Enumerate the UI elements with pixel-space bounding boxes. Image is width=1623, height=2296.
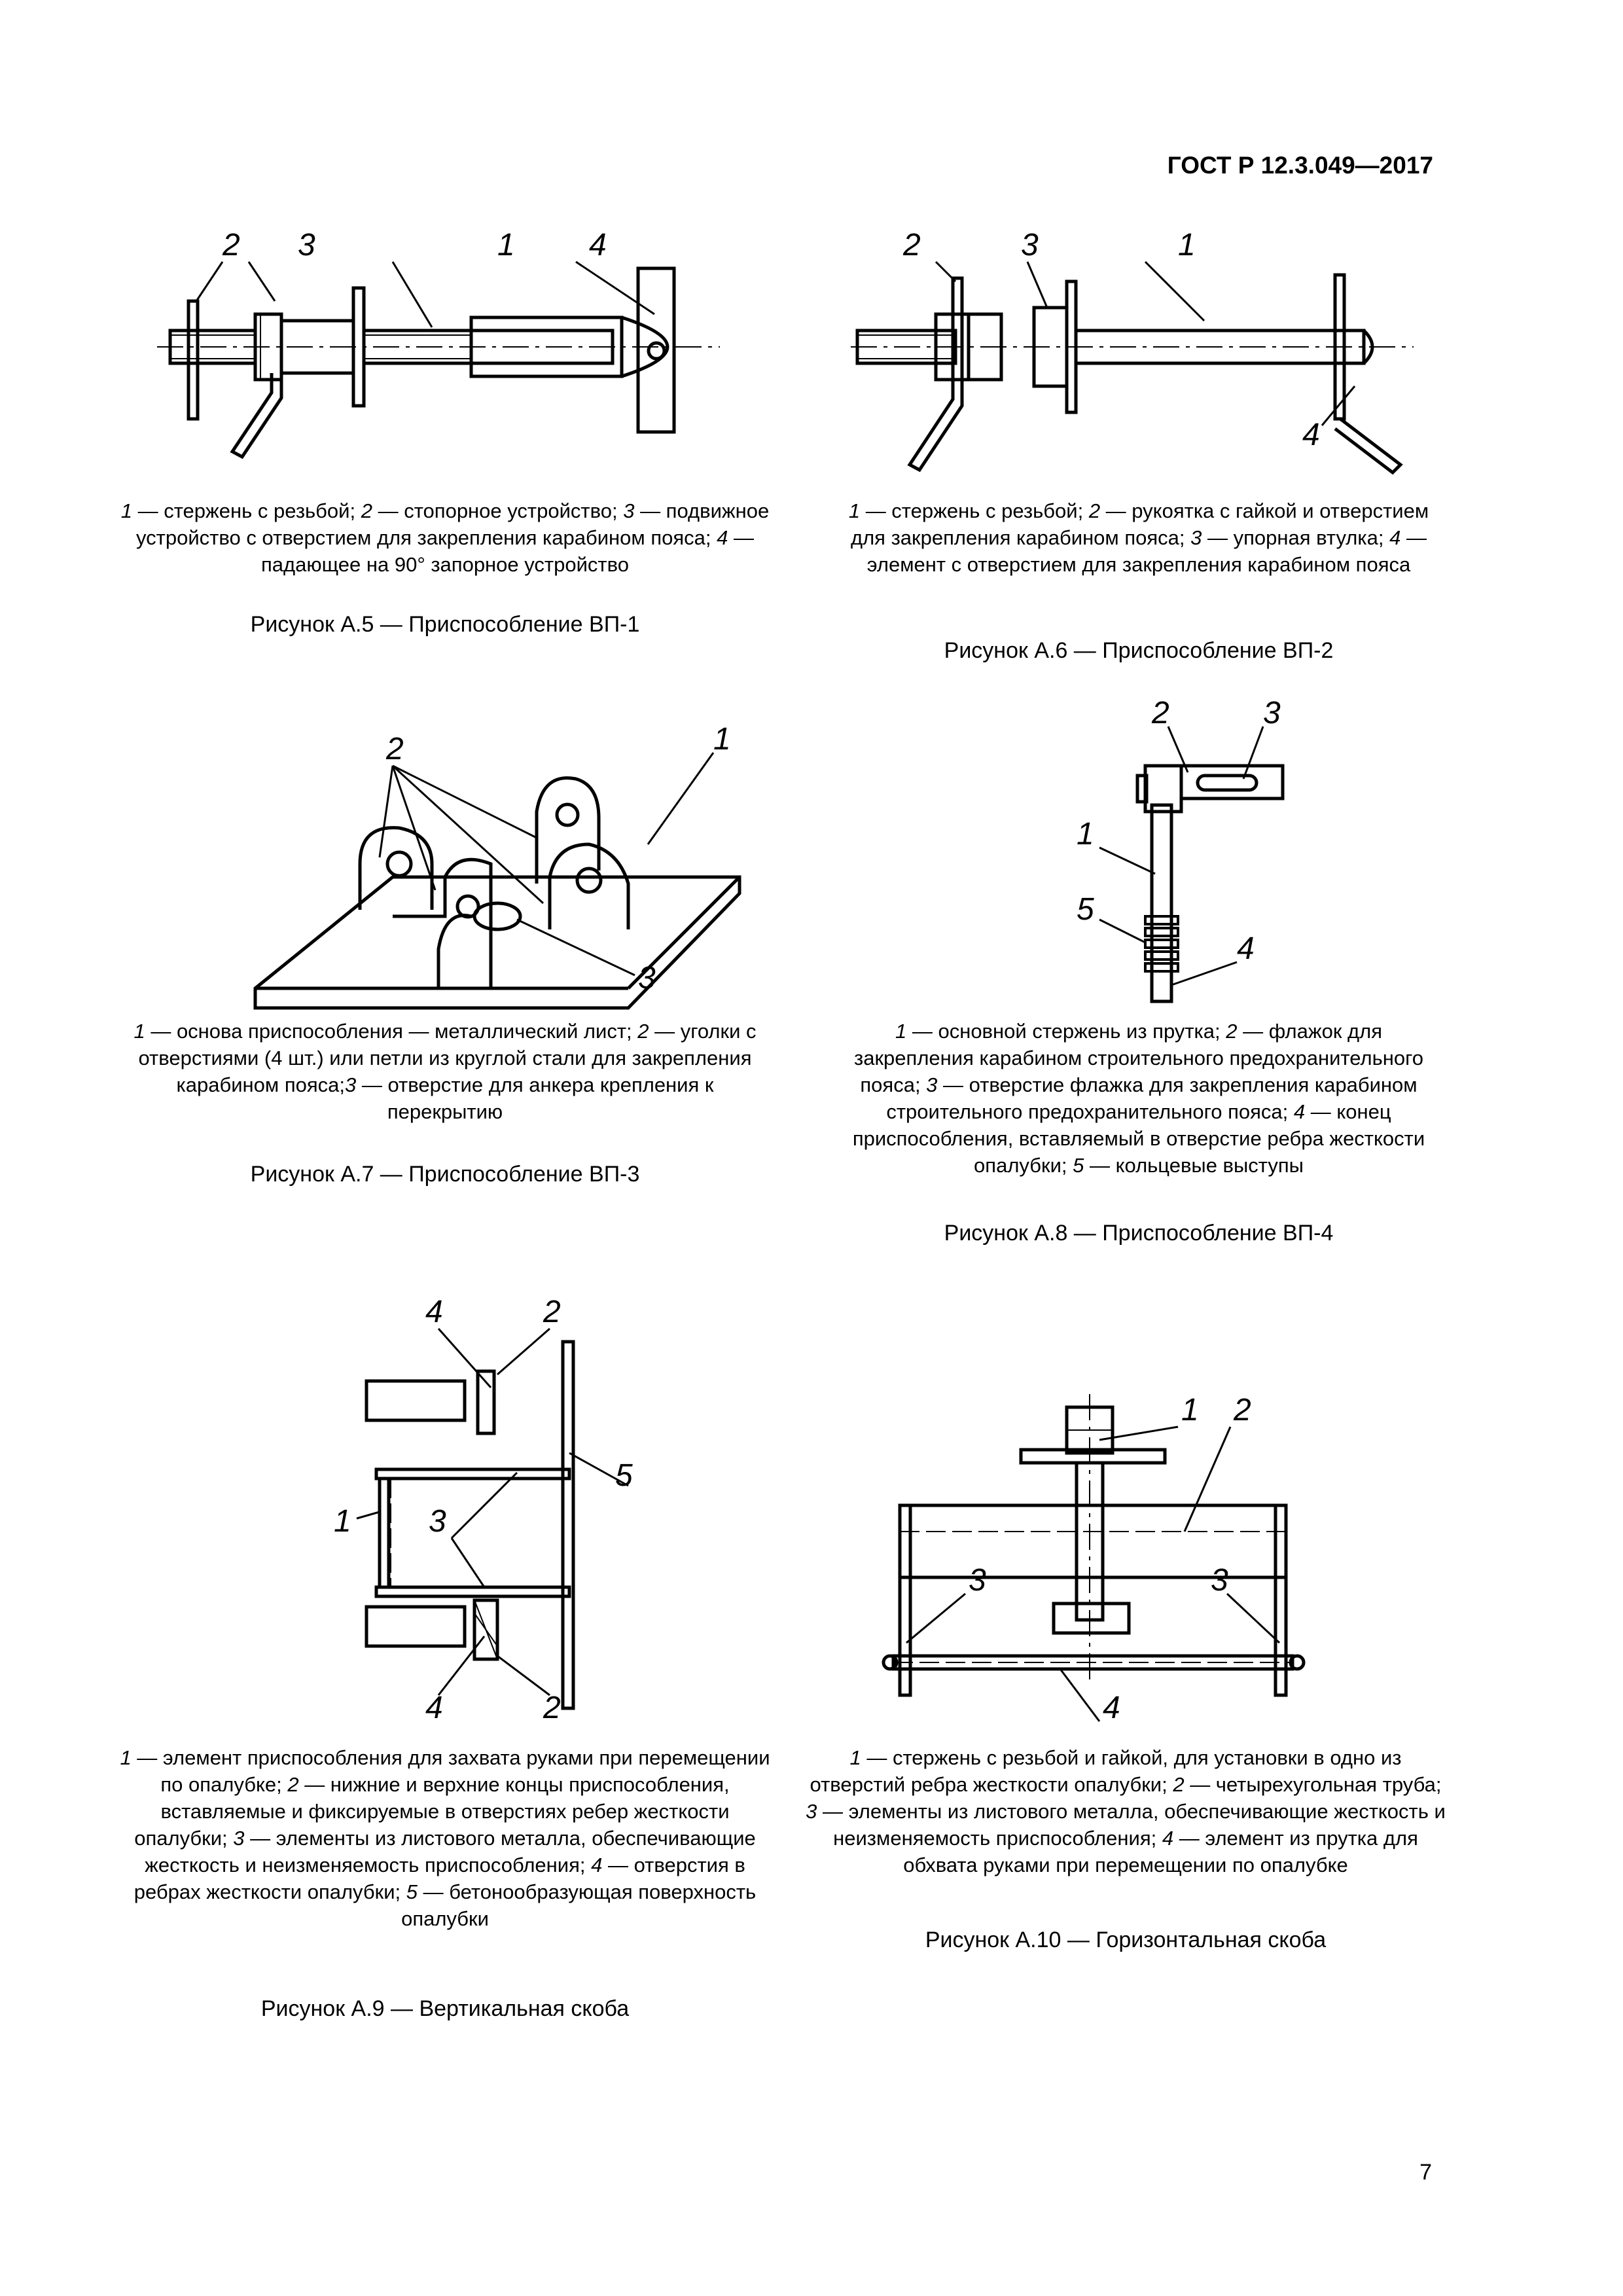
legend-text: — нижние и верхние концы приспособления,…	[134, 1773, 730, 1850]
figure-a5-label-3: 3	[298, 228, 315, 262]
legend-num: 2	[1088, 499, 1101, 522]
legend-text: — падающее на 90° запорное устройство	[261, 526, 754, 576]
figure-a7-label-1: 1	[713, 722, 731, 757]
legend-num: 2	[361, 499, 372, 522]
legend-num: 1	[895, 1020, 907, 1043]
figure-a10-label-2: 2	[1233, 1393, 1251, 1427]
legend-text: — элемент из прутка для обхвата руками п…	[903, 1827, 1418, 1876]
figure-a10-label-4: 4	[1103, 1691, 1120, 1725]
legend-text: — упорная втулка;	[1202, 526, 1390, 549]
legend-num: 4	[1389, 526, 1401, 549]
figure-a6-label-1: 1	[1178, 228, 1196, 262]
figure-a9-label-4-top: 4	[425, 1295, 443, 1329]
legend-num: 2	[637, 1020, 649, 1043]
legend-text: — стержень с резьбой и гайкой, для устан…	[810, 1746, 1402, 1796]
figure-a9-label-2-top: 2	[543, 1295, 561, 1329]
legend-num: 1	[134, 1020, 145, 1043]
legend-text: — элемент приспособления для захвата рук…	[131, 1746, 770, 1796]
legend-num: 1	[848, 499, 861, 522]
figure-a9-label-3: 3	[429, 1504, 446, 1539]
figure-a5-legend: 1 — стержень с резьбой; 2 — стопорное ус…	[118, 497, 772, 578]
figure-a10-label-1: 1	[1181, 1393, 1199, 1427]
figure-a6-legend: 1 — стержень с резьбой; 2 — рукоятка с г…	[838, 497, 1440, 578]
figure-a7-label-2: 2	[385, 732, 404, 766]
legend-num: 5	[406, 1880, 418, 1903]
legend-num: 1	[120, 499, 132, 522]
legend-num: 2	[1226, 1020, 1238, 1043]
figure-a10-drawing: 1 2 3 3 4	[864, 1368, 1335, 1734]
figure-a8-legend: 1 — основной стержень из прутка; 2 — фла…	[838, 1018, 1440, 1179]
standard-header: ГОСТ Р 12.3.049—2017	[1167, 152, 1433, 179]
figure-a9-legend: 1 — элемент приспособления для захвата р…	[118, 1744, 772, 1932]
legend-num: 4	[717, 526, 728, 549]
legend-num: 5	[1073, 1154, 1084, 1177]
figure-a8-drawing: 2 3 1 5 4	[1047, 694, 1322, 1014]
legend-num: 4	[1162, 1827, 1174, 1850]
figure-a10-label-3-right: 3	[1211, 1563, 1228, 1598]
legend-text: — бетонообразующая поверхность опалубки	[401, 1880, 757, 1930]
figure-a7-drawing: 2 1 3	[242, 713, 766, 1014]
figure-a6-label-4: 4	[1302, 418, 1320, 452]
figure-a9-label-4-bottom: 4	[425, 1691, 443, 1725]
legend-num: 3	[1190, 526, 1202, 549]
legend-num: 4	[1293, 1100, 1306, 1123]
legend-num: 3	[926, 1073, 938, 1096]
legend-text: — конец приспособления, вставляемый в от…	[852, 1100, 1425, 1177]
legend-text: — основной стержень из прутка;	[906, 1020, 1226, 1043]
figure-a8-label-5: 5	[1077, 892, 1094, 927]
figure-a7-label-3: 3	[638, 961, 656, 996]
figure-a6-label-2: 2	[902, 228, 921, 262]
legend-text: — элементы из листового металла, обеспеч…	[817, 1800, 1446, 1850]
legend-text: — отверстия в ребрах жесткости опалубки;	[134, 1854, 745, 1903]
legend-num: 3	[233, 1827, 245, 1850]
legend-text: — элементы из листового металла, обеспеч…	[145, 1827, 756, 1876]
figure-a8-label-1: 1	[1077, 817, 1094, 852]
legend-text: — элемент с отверстием для закрепления к…	[866, 526, 1427, 576]
figure-a9-label-1: 1	[334, 1504, 351, 1539]
figure-a5-label-2: 2	[222, 228, 240, 262]
figure-a8-label-2: 2	[1151, 696, 1169, 730]
legend-text: — отверстие для анкера крепления к перек…	[356, 1073, 714, 1123]
legend-text: — кольцевые выступы	[1084, 1154, 1304, 1177]
legend-num: 1	[120, 1746, 132, 1769]
figure-a6-drawing: 2 3 1 4	[838, 216, 1427, 478]
legend-text: — рукоятка с гайкой и отверстием для зак…	[851, 499, 1429, 549]
figure-a7-legend: 1 — основа приспособления — металлически…	[118, 1018, 772, 1125]
legend-num: 3	[623, 499, 635, 522]
legend-text: — подвижное устройство с отверстием для …	[136, 499, 770, 549]
figure-a10-legend: 1 — стержень с резьбой и гайкой, для уст…	[805, 1744, 1446, 1878]
figure-a8-label-3: 3	[1263, 696, 1281, 730]
figure-a7-caption: Рисунок А.7 — Приспособление ВП-3	[250, 1162, 640, 1187]
legend-num: 3	[345, 1073, 357, 1096]
figure-a10-caption: Рисунок А.10 — Горизонтальная скоба	[925, 1928, 1327, 1952]
legend-text: — флажок для закрепления карабином строи…	[854, 1020, 1423, 1096]
figure-a6-caption: Рисунок А.6 — Приспособление ВП-2	[944, 638, 1334, 663]
legend-text: — основа приспособления — металлический …	[145, 1020, 638, 1043]
legend-num: 1	[849, 1746, 861, 1769]
figure-a5-label-4: 4	[589, 228, 607, 262]
figure-a6-label-3: 3	[1021, 228, 1039, 262]
figure-a5-drawing: 2 3 1 4	[144, 216, 733, 478]
figure-a9-drawing: 4 2 5 1 3 4 2	[301, 1289, 668, 1734]
legend-num: 2	[287, 1773, 299, 1796]
legend-num: 4	[591, 1854, 603, 1876]
figure-a10-label-3-left: 3	[969, 1563, 986, 1598]
figure-a8-label-4: 4	[1237, 931, 1255, 966]
legend-num: 2	[1173, 1773, 1185, 1796]
figure-a5-caption: Рисунок А.5 — Приспособление ВП-1	[250, 612, 640, 637]
legend-text: — отверстие флажка для закрепления караб…	[886, 1073, 1418, 1123]
figure-a9-label-5: 5	[615, 1458, 633, 1493]
legend-text: — стержень с резьбой;	[860, 499, 1089, 522]
figure-a8-caption: Рисунок А.8 — Приспособление ВП-4	[944, 1221, 1334, 1246]
page-number: 7	[1419, 2160, 1432, 2185]
legend-text: — уголки с отверстиями (4 шт.) или петли…	[138, 1020, 757, 1096]
legend-text: — четырехугольная труба;	[1184, 1773, 1442, 1796]
figure-a5-label-1: 1	[497, 228, 515, 262]
figure-a9-label-2-bottom: 2	[543, 1691, 561, 1725]
legend-text: — стопорное устройство;	[372, 499, 624, 522]
legend-num: 3	[806, 1800, 817, 1823]
legend-text: — стержень с резьбой;	[132, 499, 361, 522]
figure-a9-caption: Рисунок А.9 — Вертикальная скоба	[260, 1996, 630, 2021]
